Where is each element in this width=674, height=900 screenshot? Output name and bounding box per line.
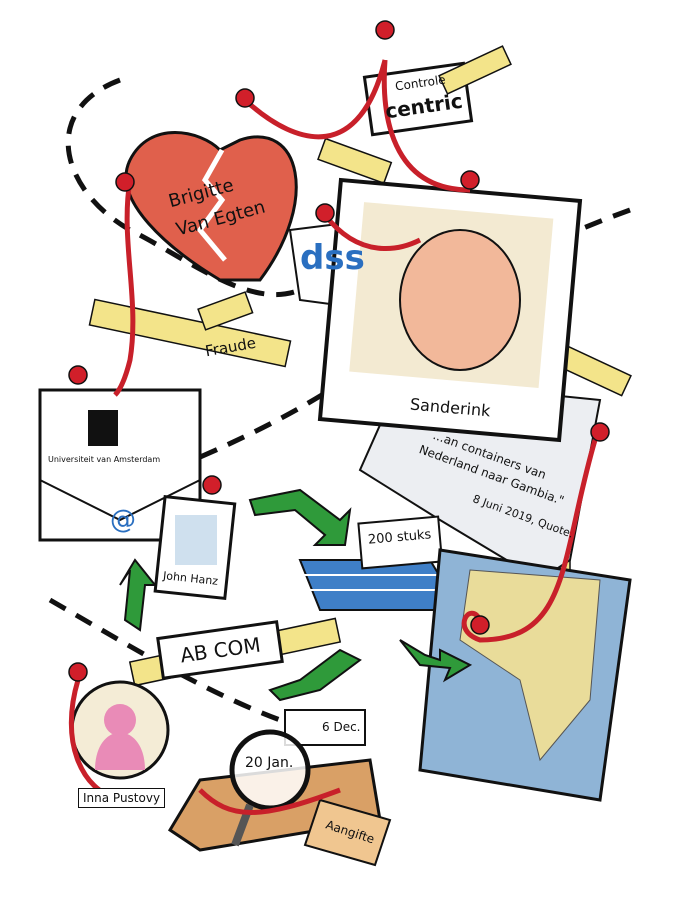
red-rope — [68, 59, 598, 815]
magnifier — [229, 729, 311, 811]
uva-label: Universiteit van Amsterdam — [48, 455, 161, 464]
portrait-face — [399, 229, 521, 371]
green-arrows — [119, 488, 473, 702]
dss-logo: dss — [300, 238, 365, 278]
email-at-icon: @ — [110, 505, 136, 535]
push-pins — [68, 20, 610, 682]
abcom-card — [156, 620, 284, 680]
aangifte-tag — [303, 798, 392, 867]
person-label: Inna Pustovy — [78, 788, 166, 808]
date-6-dec: 6 Dec. — [322, 720, 361, 734]
broken-heart — [124, 131, 298, 282]
stack-card — [357, 515, 444, 570]
uva-logo — [88, 410, 118, 446]
date-20-jan: 20 Jan. — [245, 755, 294, 771]
